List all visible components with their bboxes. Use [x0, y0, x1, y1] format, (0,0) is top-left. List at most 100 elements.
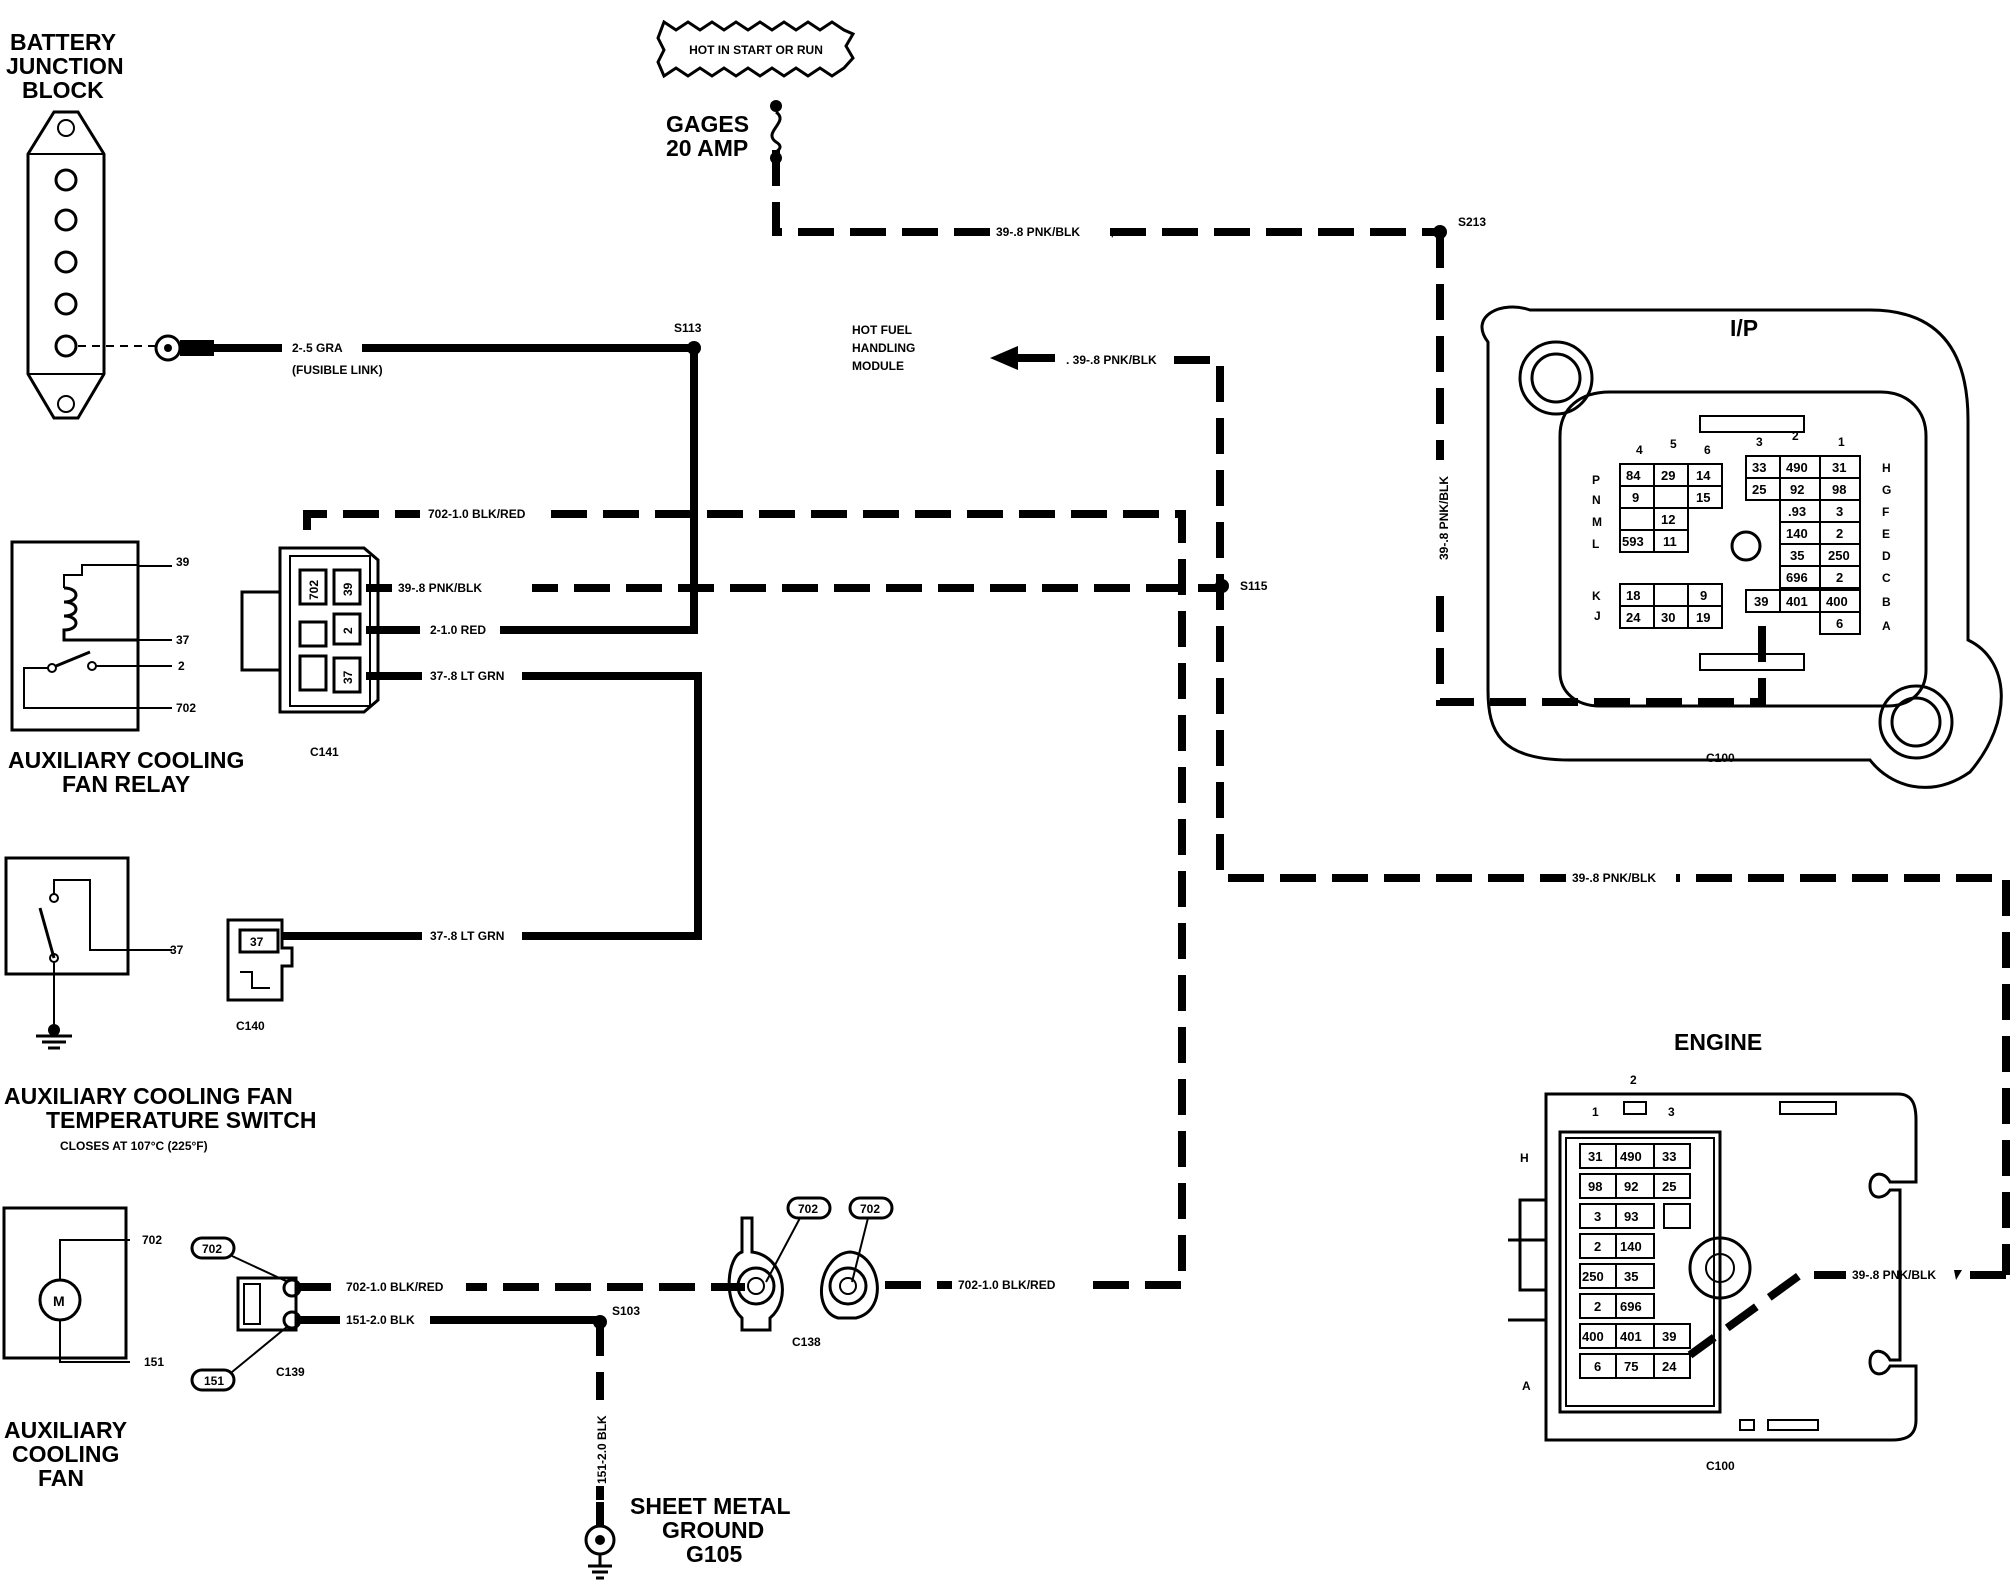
wire-label-702-top: 702-1.0 BLK/RED	[428, 507, 526, 521]
svg-text:401: 401	[1620, 1329, 1642, 1344]
battery-block-label-1: BATTERY	[10, 29, 116, 55]
c141-pin-2: 2	[341, 627, 355, 634]
relay-coil-icon	[62, 586, 138, 642]
wire-39-engine	[1687, 1271, 2006, 1359]
svg-text:L: L	[1592, 537, 1599, 551]
svg-text:E: E	[1882, 527, 1890, 541]
temp-switch-box	[4, 856, 130, 976]
c139-label: C139	[276, 1365, 305, 1379]
wire-labels: 39-.8 PNK/BLK 39-.8 PNK/BLK . 39-.8 PNK/…	[282, 222, 1962, 1486]
svg-text:M: M	[1592, 515, 1602, 529]
svg-text:75: 75	[1624, 1359, 1638, 1374]
wire-label-39-fuel: . 39-.8 PNK/BLK	[1066, 353, 1157, 367]
svg-text:G: G	[1882, 483, 1891, 497]
svg-text:31: 31	[1588, 1149, 1602, 1164]
svg-text:F: F	[1882, 505, 1889, 519]
svg-text:39: 39	[1662, 1329, 1676, 1344]
svg-text:11: 11	[1663, 534, 1677, 549]
svg-text:.93: .93	[1788, 504, 1806, 519]
svg-text:A: A	[1882, 619, 1891, 633]
splice-s115	[1215, 579, 1229, 593]
svg-text:C: C	[1882, 571, 1891, 585]
svg-text:29: 29	[1661, 468, 1675, 483]
svg-text:D: D	[1882, 549, 1891, 563]
wire-label-702-fan: 702-1.0 BLK/RED	[346, 1280, 444, 1294]
battery-block-label-3: BLOCK	[22, 77, 104, 103]
svg-text:696: 696	[1786, 570, 1808, 585]
svg-text:H: H	[1882, 461, 1891, 475]
wire-label-151-vert: 151-2.0 BLK	[595, 1415, 609, 1484]
wire-39-fuel	[1070, 356, 2010, 1275]
connector-c100-engine: ENGINE 1 2 3 H A C100 31 490 33 98 92 25…	[1508, 1029, 1918, 1473]
svg-text:3: 3	[1756, 435, 1763, 449]
fan-label-1: AUXILIARY	[4, 1417, 127, 1443]
fan-pin-702: 702	[142, 1233, 162, 1247]
svg-text:92: 92	[1624, 1179, 1638, 1194]
c141-label: C141	[310, 745, 339, 759]
wire-label-39-vert: 39-.8 PNK/BLK	[1437, 476, 1451, 560]
svg-text:92: 92	[1790, 482, 1804, 497]
svg-text:14: 14	[1696, 468, 1711, 483]
hot-label: HOT IN START OR RUN	[689, 43, 823, 57]
svg-text:J: J	[1594, 609, 1601, 623]
engine-c100-label: C100	[1706, 1459, 1735, 1473]
c140-pin-37: 37	[250, 935, 264, 949]
svg-text:490: 490	[1786, 460, 1808, 475]
svg-text:25: 25	[1662, 1179, 1676, 1194]
battery-block-label-2: JUNCTION	[6, 53, 124, 79]
splice-s113-label: S113	[674, 321, 702, 335]
svg-text:A: A	[1522, 1379, 1531, 1393]
hot-fuel-label-3: MODULE	[852, 359, 904, 373]
relay-box	[10, 540, 140, 732]
svg-text:B: B	[1882, 595, 1891, 609]
wire-label-2-red: 2-1.0 RED	[430, 623, 486, 637]
svg-text:19: 19	[1696, 610, 1710, 625]
wire-label-702-right: 702-1.0 BLK/RED	[958, 1278, 1056, 1292]
svg-text:98: 98	[1588, 1179, 1602, 1194]
hot-label-burst	[656, 19, 856, 79]
c138-bubble-702-a: 702	[798, 1202, 818, 1216]
svg-text:98: 98	[1832, 482, 1846, 497]
temp-switch-label-1: AUXILIARY COOLING FAN	[4, 1083, 293, 1109]
wire-label-37-top: 37-.8 LT GRN	[430, 669, 504, 683]
svg-text:6: 6	[1594, 1359, 1601, 1374]
svg-text:2: 2	[1630, 1073, 1637, 1087]
temp-switch-note: CLOSES AT 107°C (225°F)	[60, 1139, 208, 1153]
c139-bubble-702: 702	[202, 1242, 222, 1256]
relay-label-1: AUXILIARY COOLING	[8, 747, 244, 773]
svg-text:696: 696	[1620, 1299, 1642, 1314]
relay-pin-39: 39	[176, 555, 190, 569]
relay-pin-702: 702	[176, 701, 196, 715]
relay-pin-37: 37	[176, 633, 190, 647]
hot-fuel-label-2: HANDLING	[852, 341, 915, 355]
svg-text:24: 24	[1662, 1359, 1677, 1374]
wire-label-2-gra: 2-.5 GRA	[292, 341, 343, 355]
fuse-label-2: 20 AMP	[666, 135, 748, 161]
svg-text:93: 93	[1624, 1209, 1638, 1224]
svg-text:3: 3	[1836, 504, 1843, 519]
splice-s113	[687, 341, 701, 355]
svg-text:84: 84	[1626, 468, 1641, 483]
connector-c100-ip: I/P C100 4 5 6 3 2 1 P N M L K J H G F E…	[1480, 305, 2003, 789]
c141-pin-37: 37	[341, 670, 355, 684]
fan-label-2: COOLING	[12, 1441, 119, 1467]
fan-pin-151: 151	[144, 1355, 164, 1369]
svg-text:K: K	[1592, 589, 1601, 603]
ground-icon	[36, 1024, 72, 1050]
svg-text:15: 15	[1696, 490, 1710, 505]
splice-s213-label: S213	[1458, 215, 1486, 229]
fan-motor-symbol: M	[53, 1293, 65, 1309]
svg-text:18: 18	[1626, 588, 1640, 603]
svg-text:3: 3	[1668, 1105, 1675, 1119]
ip-c100-label: C100	[1706, 751, 1735, 765]
svg-text:2: 2	[1792, 429, 1799, 443]
svg-text:2: 2	[1836, 526, 1843, 541]
svg-text:31: 31	[1832, 460, 1846, 475]
svg-text:490: 490	[1620, 1149, 1642, 1164]
svg-text:6: 6	[1704, 443, 1711, 457]
svg-text:250: 250	[1582, 1269, 1604, 1284]
battery-block	[26, 110, 106, 420]
svg-text:24: 24	[1626, 610, 1641, 625]
svg-text:39: 39	[1754, 594, 1768, 609]
relay-label-2: FAN RELAY	[62, 771, 190, 797]
